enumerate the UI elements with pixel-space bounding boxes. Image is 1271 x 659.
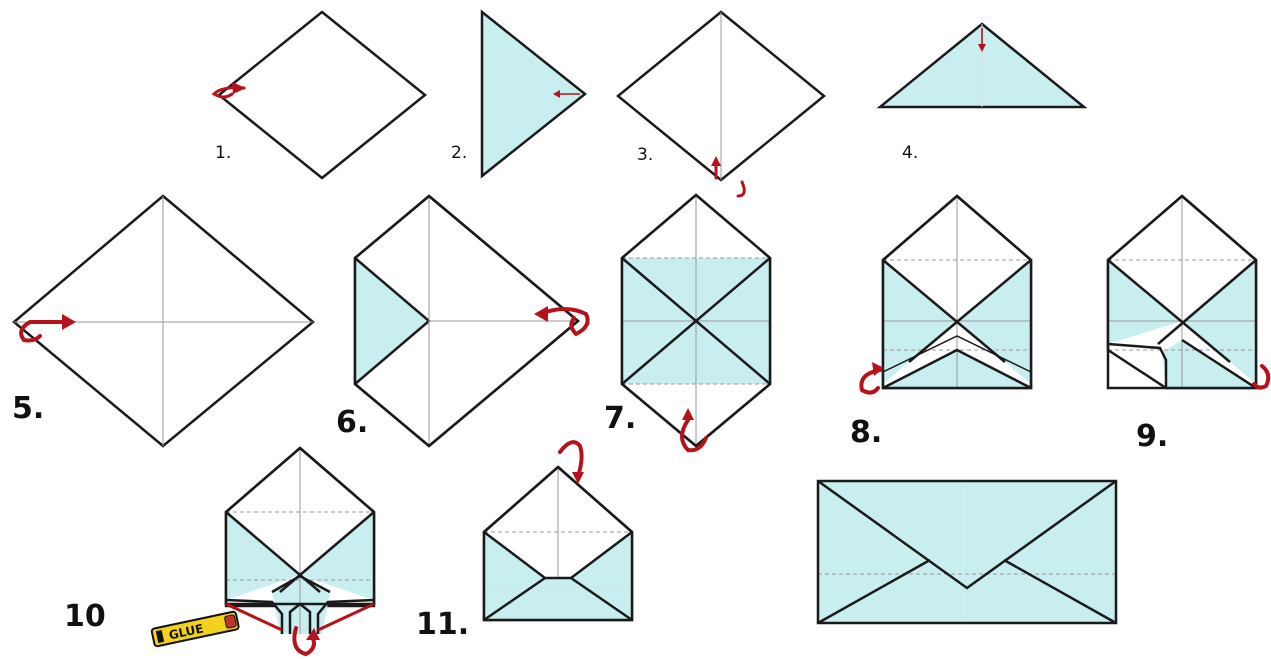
step-9-diagram: 9. (1108, 196, 1268, 454)
step-8-diagram: 8. (850, 196, 1031, 450)
step-1-label: 1. (215, 143, 231, 163)
step-11-diagram: 11. (416, 442, 632, 642)
glue-stick-icon: GLUE (151, 611, 239, 646)
step-6-diagram: 6. (336, 196, 588, 446)
step-2-diagram: 2. (451, 12, 585, 176)
step-6-label: 6. (336, 405, 368, 440)
step-3-diagram: 3. (618, 12, 824, 196)
finished-envelope-diagram (818, 481, 1116, 623)
step-2-label: 2. (451, 143, 467, 163)
step-4-label: 4. (902, 143, 918, 163)
step-5-diagram: 5. (12, 196, 313, 446)
step-7-label: 7. (604, 401, 636, 436)
step-11-label: 11. (416, 607, 469, 642)
step-5-label: 5. (12, 391, 44, 426)
step-10-label: 10 (64, 599, 106, 634)
step-10-diagram: GLUE 10 (64, 448, 374, 654)
step-3-label: 3. (637, 145, 653, 165)
step-4-diagram: 4. (880, 24, 1084, 163)
step-7-diagram: 7. (604, 195, 770, 450)
step-9-label: 9. (1136, 419, 1168, 454)
step-1-diagram: 1. (214, 12, 425, 178)
step-8-label: 8. (850, 415, 882, 450)
